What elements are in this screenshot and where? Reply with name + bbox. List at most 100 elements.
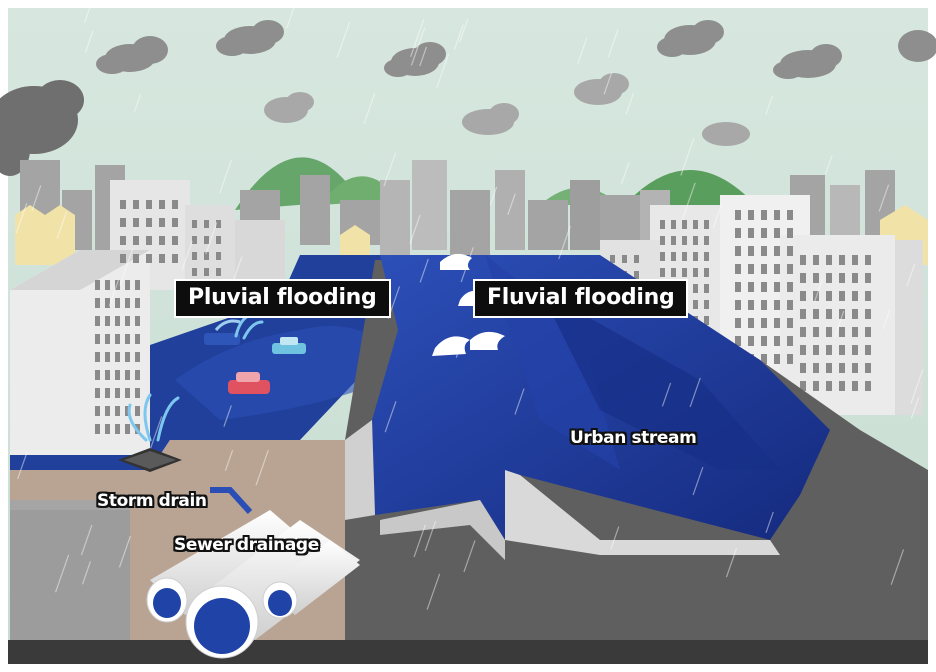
rain-streak: [906, 263, 916, 287]
window: [135, 334, 140, 344]
window: [135, 298, 140, 308]
cloud-icon: [264, 92, 314, 123]
window: [826, 381, 832, 391]
rain-streak: [890, 549, 905, 585]
window: [774, 210, 780, 220]
window: [105, 424, 110, 434]
window: [704, 284, 709, 293]
window: [660, 220, 665, 229]
rain-streak: [15, 203, 28, 234]
window: [735, 246, 741, 256]
window: [704, 300, 709, 309]
window: [865, 327, 871, 337]
window: [800, 327, 806, 337]
window: [800, 381, 806, 391]
rain-streak: [84, 30, 94, 53]
cloud-icon: [384, 42, 446, 77]
window: [125, 316, 130, 326]
rain-streak: [419, 46, 428, 67]
rain-streak: [436, 53, 450, 88]
rain-streak: [514, 388, 525, 415]
window: [622, 255, 627, 263]
window: [852, 327, 858, 337]
rain-streak: [603, 71, 613, 95]
rain-streak: [119, 248, 134, 286]
window: [704, 236, 709, 245]
rain-streak: [463, 540, 476, 573]
cloud-icon: [96, 36, 168, 74]
cloud-icon: [574, 73, 629, 105]
ground-bottom: [8, 640, 928, 664]
window: [826, 345, 832, 355]
rain-streak: [607, 29, 619, 58]
window: [800, 345, 806, 355]
rain-streak: [54, 554, 70, 593]
window: [192, 236, 197, 244]
rain-streak: [149, 416, 163, 449]
window: [115, 334, 120, 344]
rain-streak: [413, 524, 426, 558]
rain-streak: [712, 202, 723, 229]
rain-streak: [83, 0, 94, 24]
window: [774, 318, 780, 328]
window: [105, 352, 110, 362]
window: [172, 218, 178, 227]
window: [813, 273, 819, 283]
far-buildings: [20, 160, 895, 260]
storm-drain-pipe: [210, 487, 253, 515]
rain-streak: [133, 93, 142, 113]
rain-streak: [409, 214, 421, 245]
window: [852, 345, 858, 355]
window: [660, 268, 665, 277]
window: [839, 345, 845, 355]
window: [95, 316, 100, 326]
rain-streak: [17, 451, 28, 480]
rain: [15, 0, 924, 610]
window: [748, 264, 754, 274]
window: [159, 200, 165, 209]
window: [761, 300, 767, 310]
window: [774, 228, 780, 238]
window: [839, 327, 845, 337]
window: [774, 246, 780, 256]
window: [787, 336, 793, 346]
cloud-icon: [773, 44, 842, 79]
window: [800, 273, 806, 283]
window: [172, 236, 178, 245]
cloud-icon: [0, 80, 84, 176]
window: [852, 363, 858, 373]
rain-streak: [610, 526, 620, 550]
rain-streak: [507, 193, 516, 216]
window: [125, 388, 130, 398]
window: [852, 291, 858, 301]
rain-streak: [458, 18, 469, 43]
window: [704, 252, 709, 261]
window: [135, 406, 140, 416]
window: [125, 280, 130, 290]
rain-streak: [56, 211, 68, 239]
window: [115, 406, 120, 416]
window: [865, 309, 871, 319]
window: [115, 388, 120, 398]
cloud-icon: [216, 20, 284, 56]
window: [115, 370, 120, 380]
window: [761, 264, 767, 274]
window: [671, 220, 676, 229]
window: [761, 354, 767, 364]
rain-streak: [384, 401, 397, 433]
rain-streak: [108, 279, 120, 307]
rain-streak: [577, 37, 588, 64]
rain-streak: [223, 405, 232, 427]
rain-streak: [410, 19, 425, 57]
rain-streak: [219, 159, 232, 194]
window: [125, 424, 130, 434]
window: [761, 282, 767, 292]
window: [787, 210, 793, 220]
window: [95, 352, 100, 362]
window: [120, 200, 126, 209]
window: [865, 291, 871, 301]
window: [813, 381, 819, 391]
window: [120, 218, 126, 227]
window: [761, 336, 767, 346]
window: [787, 264, 793, 274]
